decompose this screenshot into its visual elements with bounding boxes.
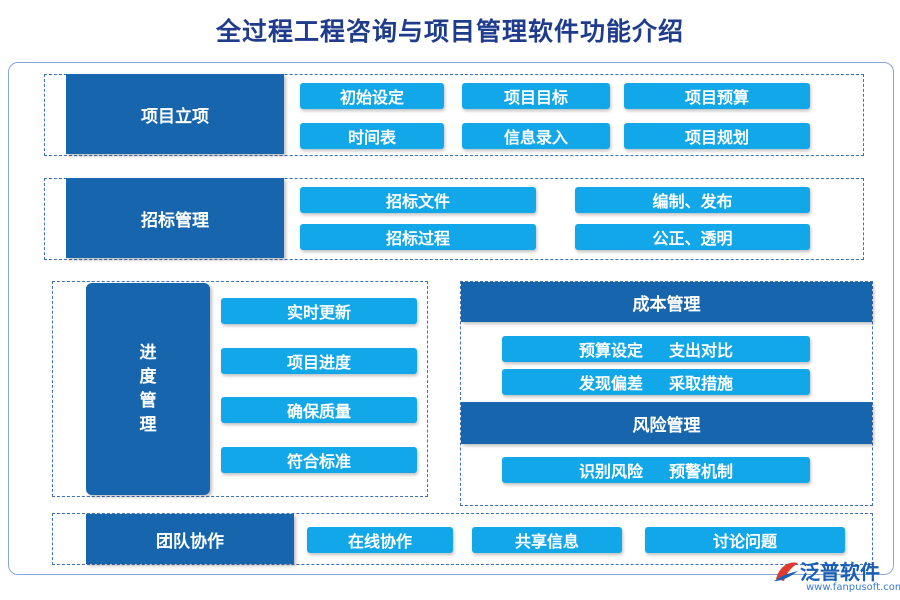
team-head: 团队协作 — [86, 514, 294, 564]
project-item-2: 项目预算 — [624, 83, 810, 109]
brand-logo: 泛普软件 — [772, 556, 880, 585]
progress-item-0: 实时更新 — [221, 298, 417, 324]
cost-row-2-a: 发现偏差 — [578, 374, 643, 393]
bidding-item-0: 招标文件 — [300, 187, 536, 213]
project-item-3: 时间表 — [300, 123, 444, 149]
progress-head-char-1: 度 — [139, 367, 157, 387]
progress-item-2: 确保质量 — [221, 397, 417, 423]
progress-head-char-2: 管 — [139, 391, 157, 411]
outer-frame — [8, 62, 894, 575]
project-item-4: 信息录入 — [462, 123, 610, 149]
team-item-2: 讨论问题 — [645, 527, 845, 553]
cost-row-2-b: 采取措施 — [669, 374, 734, 393]
logo-name: 泛普软件 — [800, 560, 880, 584]
progress-item-3: 符合标准 — [221, 447, 417, 473]
group-team — [52, 513, 873, 565]
risk-row-1-a: 识别风险 — [578, 462, 643, 481]
project-item-0: 初始设定 — [300, 83, 444, 109]
bidding-item-1: 编制、发布 — [575, 187, 810, 213]
project-head: 项目立项 — [66, 74, 284, 154]
team-item-0: 在线协作 — [307, 527, 453, 553]
risk-row-1: 识别风险 预警机制 — [502, 457, 810, 483]
cost-row-1: 预算设定 支出对比 — [502, 336, 810, 362]
group-cost-risk — [460, 281, 873, 506]
group-progress — [52, 281, 428, 497]
bidding-head: 招标管理 — [66, 178, 284, 258]
project-item-1: 项目目标 — [462, 83, 610, 109]
progress-head: 进 度 管 理 — [86, 283, 210, 495]
fanpu-logo-icon — [774, 562, 798, 581]
team-item-1: 共享信息 — [472, 527, 622, 553]
cost-row-2: 发现偏差 采取措施 — [502, 369, 810, 395]
progress-head-char-3: 理 — [139, 415, 157, 435]
bidding-item-2: 招标过程 — [300, 224, 536, 250]
cost-row-1-b: 支出对比 — [669, 341, 734, 360]
group-bidding — [44, 178, 864, 260]
logo-url: www.fanpusoft.com — [806, 582, 900, 593]
page-title: 全过程工程咨询与项目管理软件功能介绍 — [215, 17, 684, 46]
progress-item-1: 项目进度 — [221, 348, 417, 374]
risk-head: 风险管理 — [461, 402, 872, 444]
cost-row-1-a: 预算设定 — [578, 341, 643, 360]
group-project — [44, 74, 864, 156]
cost-head: 成本管理 — [461, 282, 872, 322]
bidding-item-3: 公正、透明 — [575, 224, 810, 250]
risk-row-1-b: 预警机制 — [669, 462, 734, 481]
progress-head-char-0: 进 — [139, 343, 157, 363]
project-item-5: 项目规划 — [624, 123, 810, 149]
